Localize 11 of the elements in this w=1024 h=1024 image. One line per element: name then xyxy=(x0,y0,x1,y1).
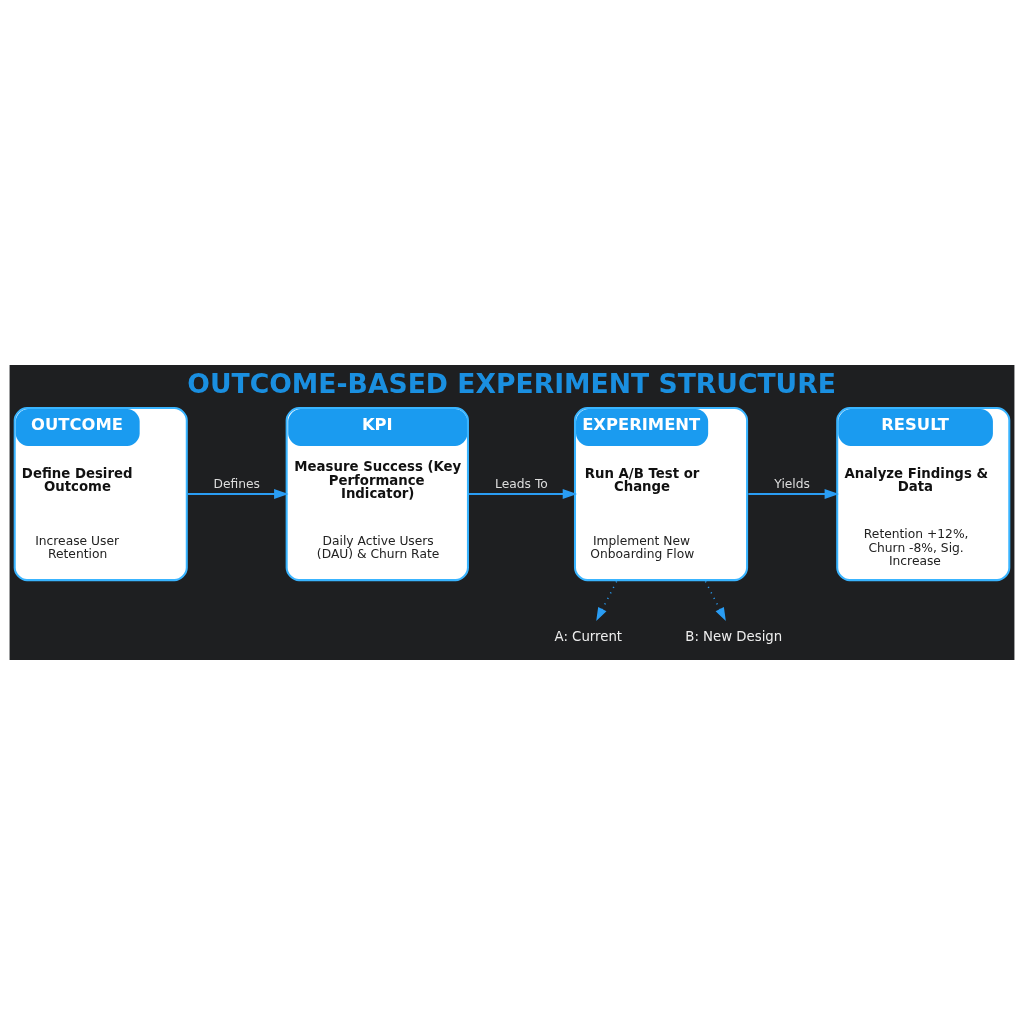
arrow xyxy=(596,580,618,621)
arrow xyxy=(469,488,578,499)
edge-label: Leads To xyxy=(495,476,548,491)
edge-label: Yields xyxy=(774,476,810,491)
arrow xyxy=(187,488,289,499)
node-text: B: New Design xyxy=(685,628,783,644)
arrow xyxy=(748,488,839,499)
edge-label: Defines xyxy=(213,476,260,491)
diagram-title: OUTCOME-BASED EXPERIMENT STRUCTURE xyxy=(187,367,836,399)
arrow xyxy=(704,580,726,621)
node-text: A: Current xyxy=(554,628,623,644)
